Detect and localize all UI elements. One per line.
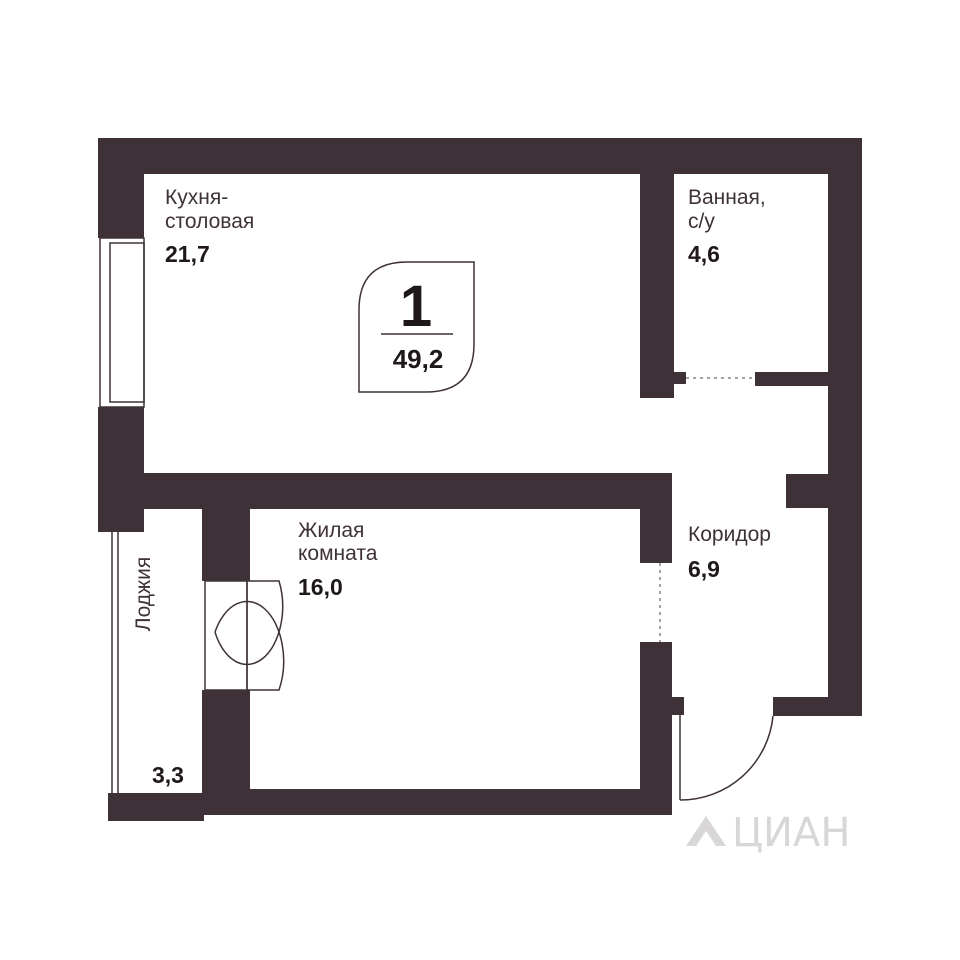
balcony-door	[204, 580, 285, 691]
wall-corridor-stub	[786, 474, 828, 508]
apartment-badge: 1 49,2	[358, 261, 475, 393]
rooms-count: 1	[400, 274, 432, 339]
wall-bathroom-left	[640, 174, 674, 398]
wall-middle-horizontal	[98, 473, 672, 509]
room-loggia: Лоджия 3,3	[132, 557, 184, 788]
wall-living-left-upper	[202, 509, 250, 581]
corridor-name: Коридор	[688, 523, 771, 546]
watermark: ЦИАН	[686, 810, 850, 856]
living-name-line2: комната	[298, 542, 378, 565]
wall-corridor-bottom-left	[640, 642, 672, 815]
bathroom-name-line1: Ванная,	[688, 186, 766, 209]
room-bathroom: Ванная, с/у 4,6	[688, 186, 766, 267]
loggia-name: Лоджия	[132, 557, 155, 631]
entrance-door	[679, 715, 774, 801]
wall-living-right-upper	[640, 509, 672, 563]
outer-walls	[98, 138, 862, 821]
total-area: 49,2	[393, 344, 444, 374]
corridor-area: 6,9	[688, 556, 720, 582]
watermark-text: ЦИАН	[732, 810, 850, 856]
loggia-area: 3,3	[152, 762, 184, 788]
wall-right	[828, 138, 862, 716]
kitchen-name-line2: столовая	[165, 210, 254, 233]
cian-logo-icon	[686, 816, 726, 846]
wall-entry-stub	[672, 697, 684, 715]
wall-bathroom-stub	[674, 372, 686, 384]
wall-top	[98, 138, 862, 174]
living-area: 16,0	[298, 574, 343, 600]
wall-living-left-lower	[202, 690, 250, 815]
room-living: Жилая комната 16,0	[298, 519, 378, 600]
inner-walls	[98, 174, 828, 815]
living-name-line1: Жилая	[298, 519, 364, 542]
wall-loggia-bottom	[108, 793, 204, 821]
bathroom-area: 4,6	[688, 241, 720, 267]
loggia-glazing	[111, 532, 119, 793]
wall-bottom-right	[773, 697, 862, 716]
wall-bottom	[202, 789, 672, 815]
kitchen-name-line1: Кухня-	[165, 186, 228, 209]
room-kitchen: Кухня- столовая 21,7	[165, 186, 254, 267]
kitchen-window	[99, 237, 145, 408]
bathroom-name-line2: с/у	[688, 210, 715, 233]
room-corridor: Коридор 6,9	[688, 523, 771, 582]
kitchen-area: 21,7	[165, 241, 210, 267]
wall-bathroom-bottom	[755, 372, 828, 386]
wall-left-upper	[98, 138, 144, 238]
wall-left-lower	[98, 407, 144, 532]
